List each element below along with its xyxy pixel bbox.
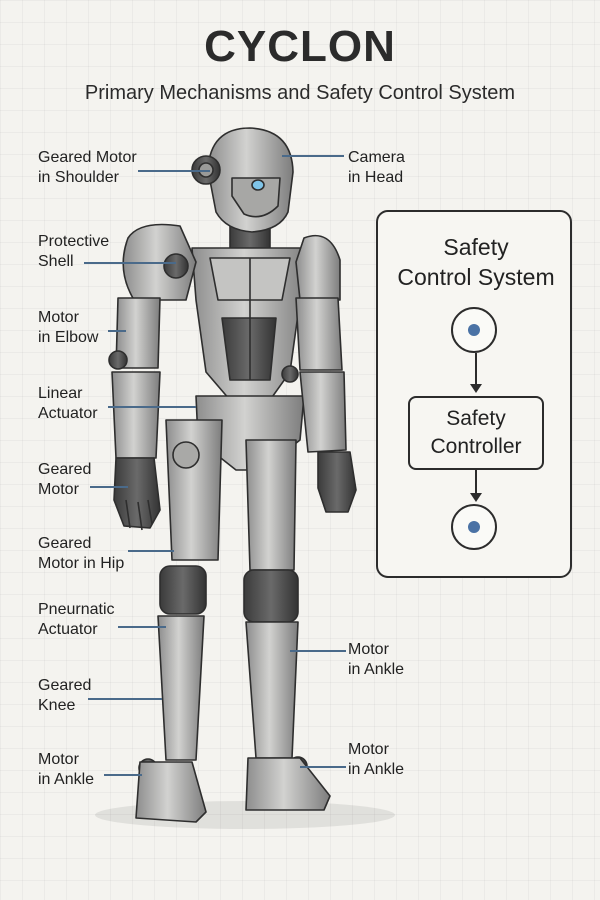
leader-hip [128, 550, 174, 552]
leader-pneumatic [118, 626, 166, 628]
leader-geared-motor [90, 486, 128, 488]
output-node [451, 504, 497, 550]
page-subtitle: Primary Mechanisms and Safety Control Sy… [84, 82, 516, 104]
connector-line-bottom [475, 470, 477, 494]
leader-shell [84, 262, 176, 264]
arrow-down-icon [470, 384, 482, 393]
input-node [451, 307, 497, 353]
leader-ankle-right-upper [290, 650, 346, 652]
leader-elbow [108, 330, 126, 332]
leader-actuator [108, 406, 196, 408]
arrow-down-icon [470, 493, 482, 502]
connector-line-top [475, 353, 477, 385]
page-title: CYCLON [204, 22, 396, 71]
leader-ankle-right-lower [300, 766, 346, 768]
leader-ankle-left [104, 774, 142, 776]
leader-knee [88, 698, 162, 700]
leader-camera [282, 155, 344, 157]
leader-shoulder [138, 170, 210, 172]
